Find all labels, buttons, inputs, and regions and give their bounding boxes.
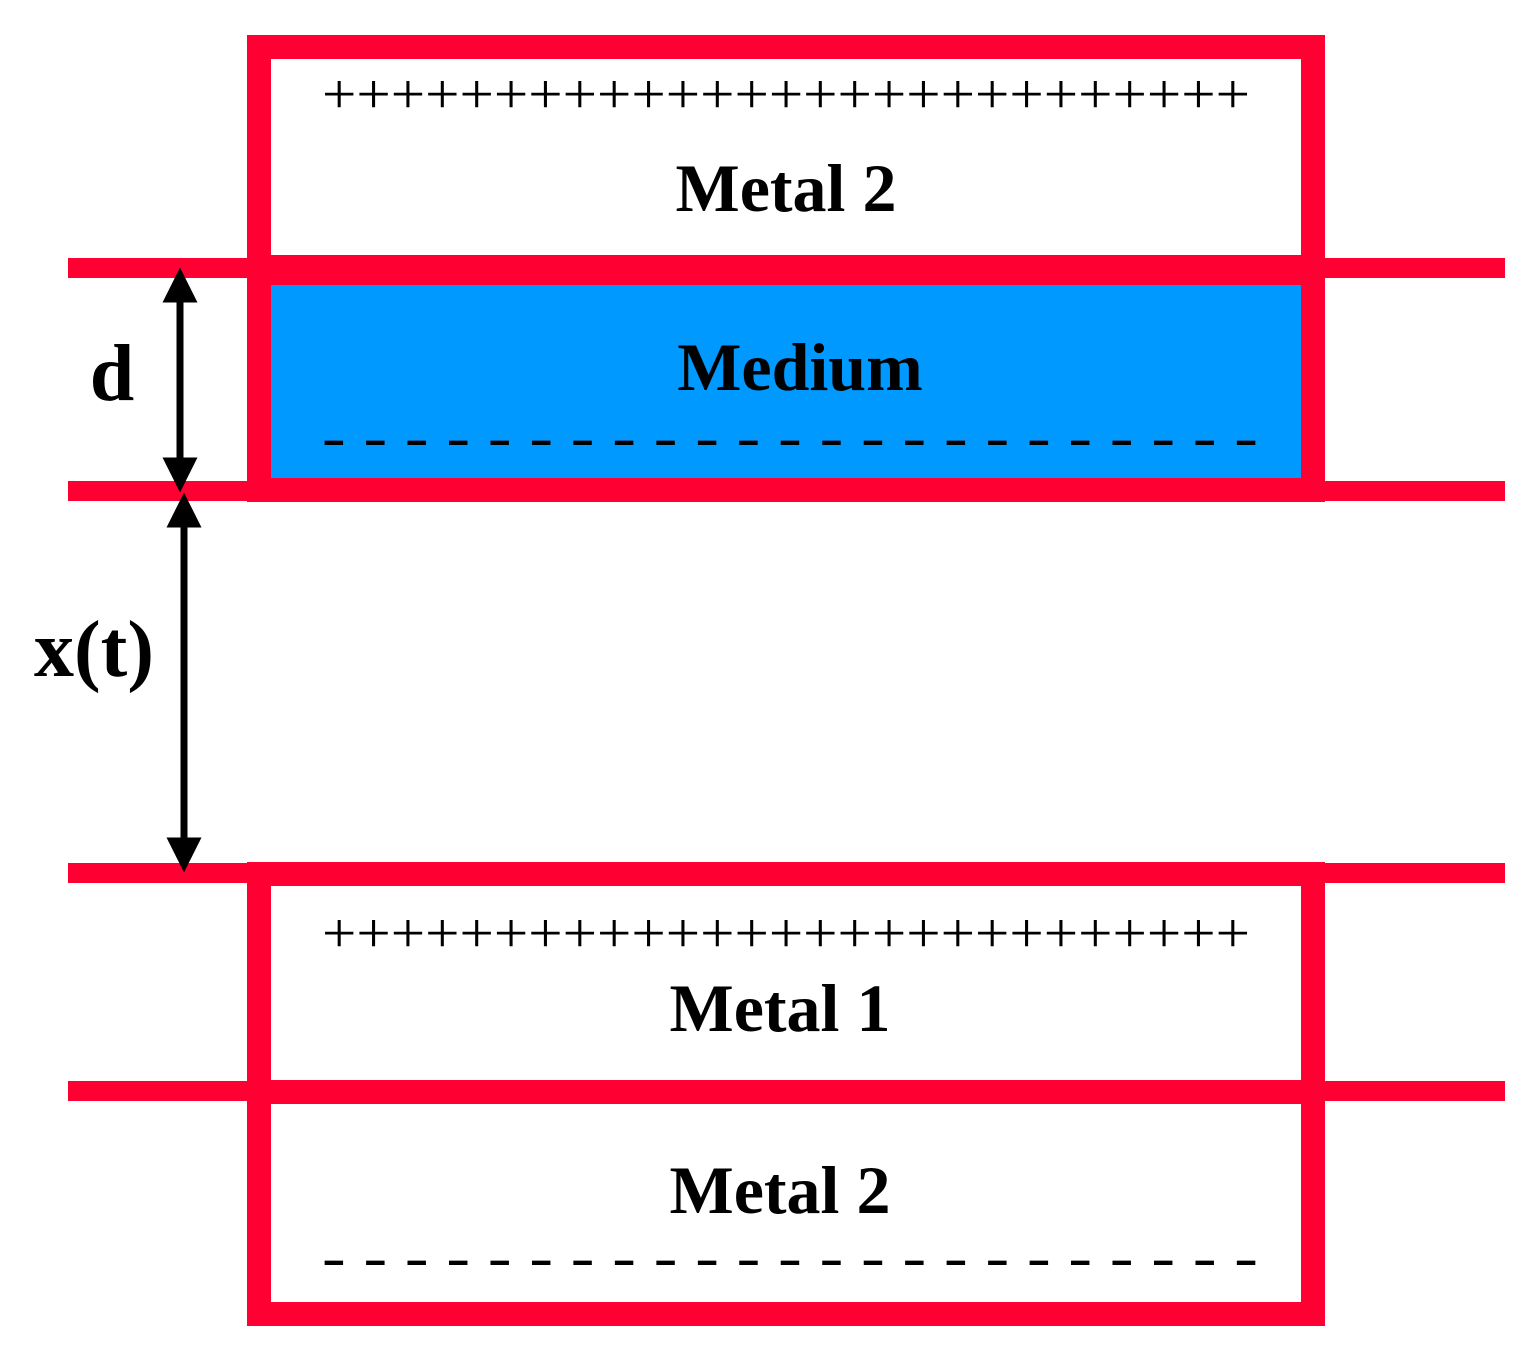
bottom-metal1-layer: [247, 862, 1325, 1104]
bottom-metal1-label: Metal 1: [670, 970, 891, 1046]
bottom-metal2-layer: [247, 1080, 1325, 1326]
bottom-metal2-label: Metal 2: [670, 1152, 891, 1228]
top-metal-label: Metal 2: [676, 150, 897, 226]
bottom-metal1-charges: +++++++++++++++++++++++++++: [322, 903, 1250, 965]
medium-charges: - - - - - - - - - - - - - - - - - - - - …: [322, 410, 1258, 467]
top-metal-charges: +++++++++++++++++++++++++++: [322, 64, 1250, 126]
bottom-metal2-charges: - - - - - - - - - - - - - - - - - - - - …: [322, 1230, 1258, 1287]
gap-label: x(t): [34, 606, 154, 694]
medium-label: Medium: [677, 329, 923, 405]
thickness-label: d: [90, 330, 135, 418]
